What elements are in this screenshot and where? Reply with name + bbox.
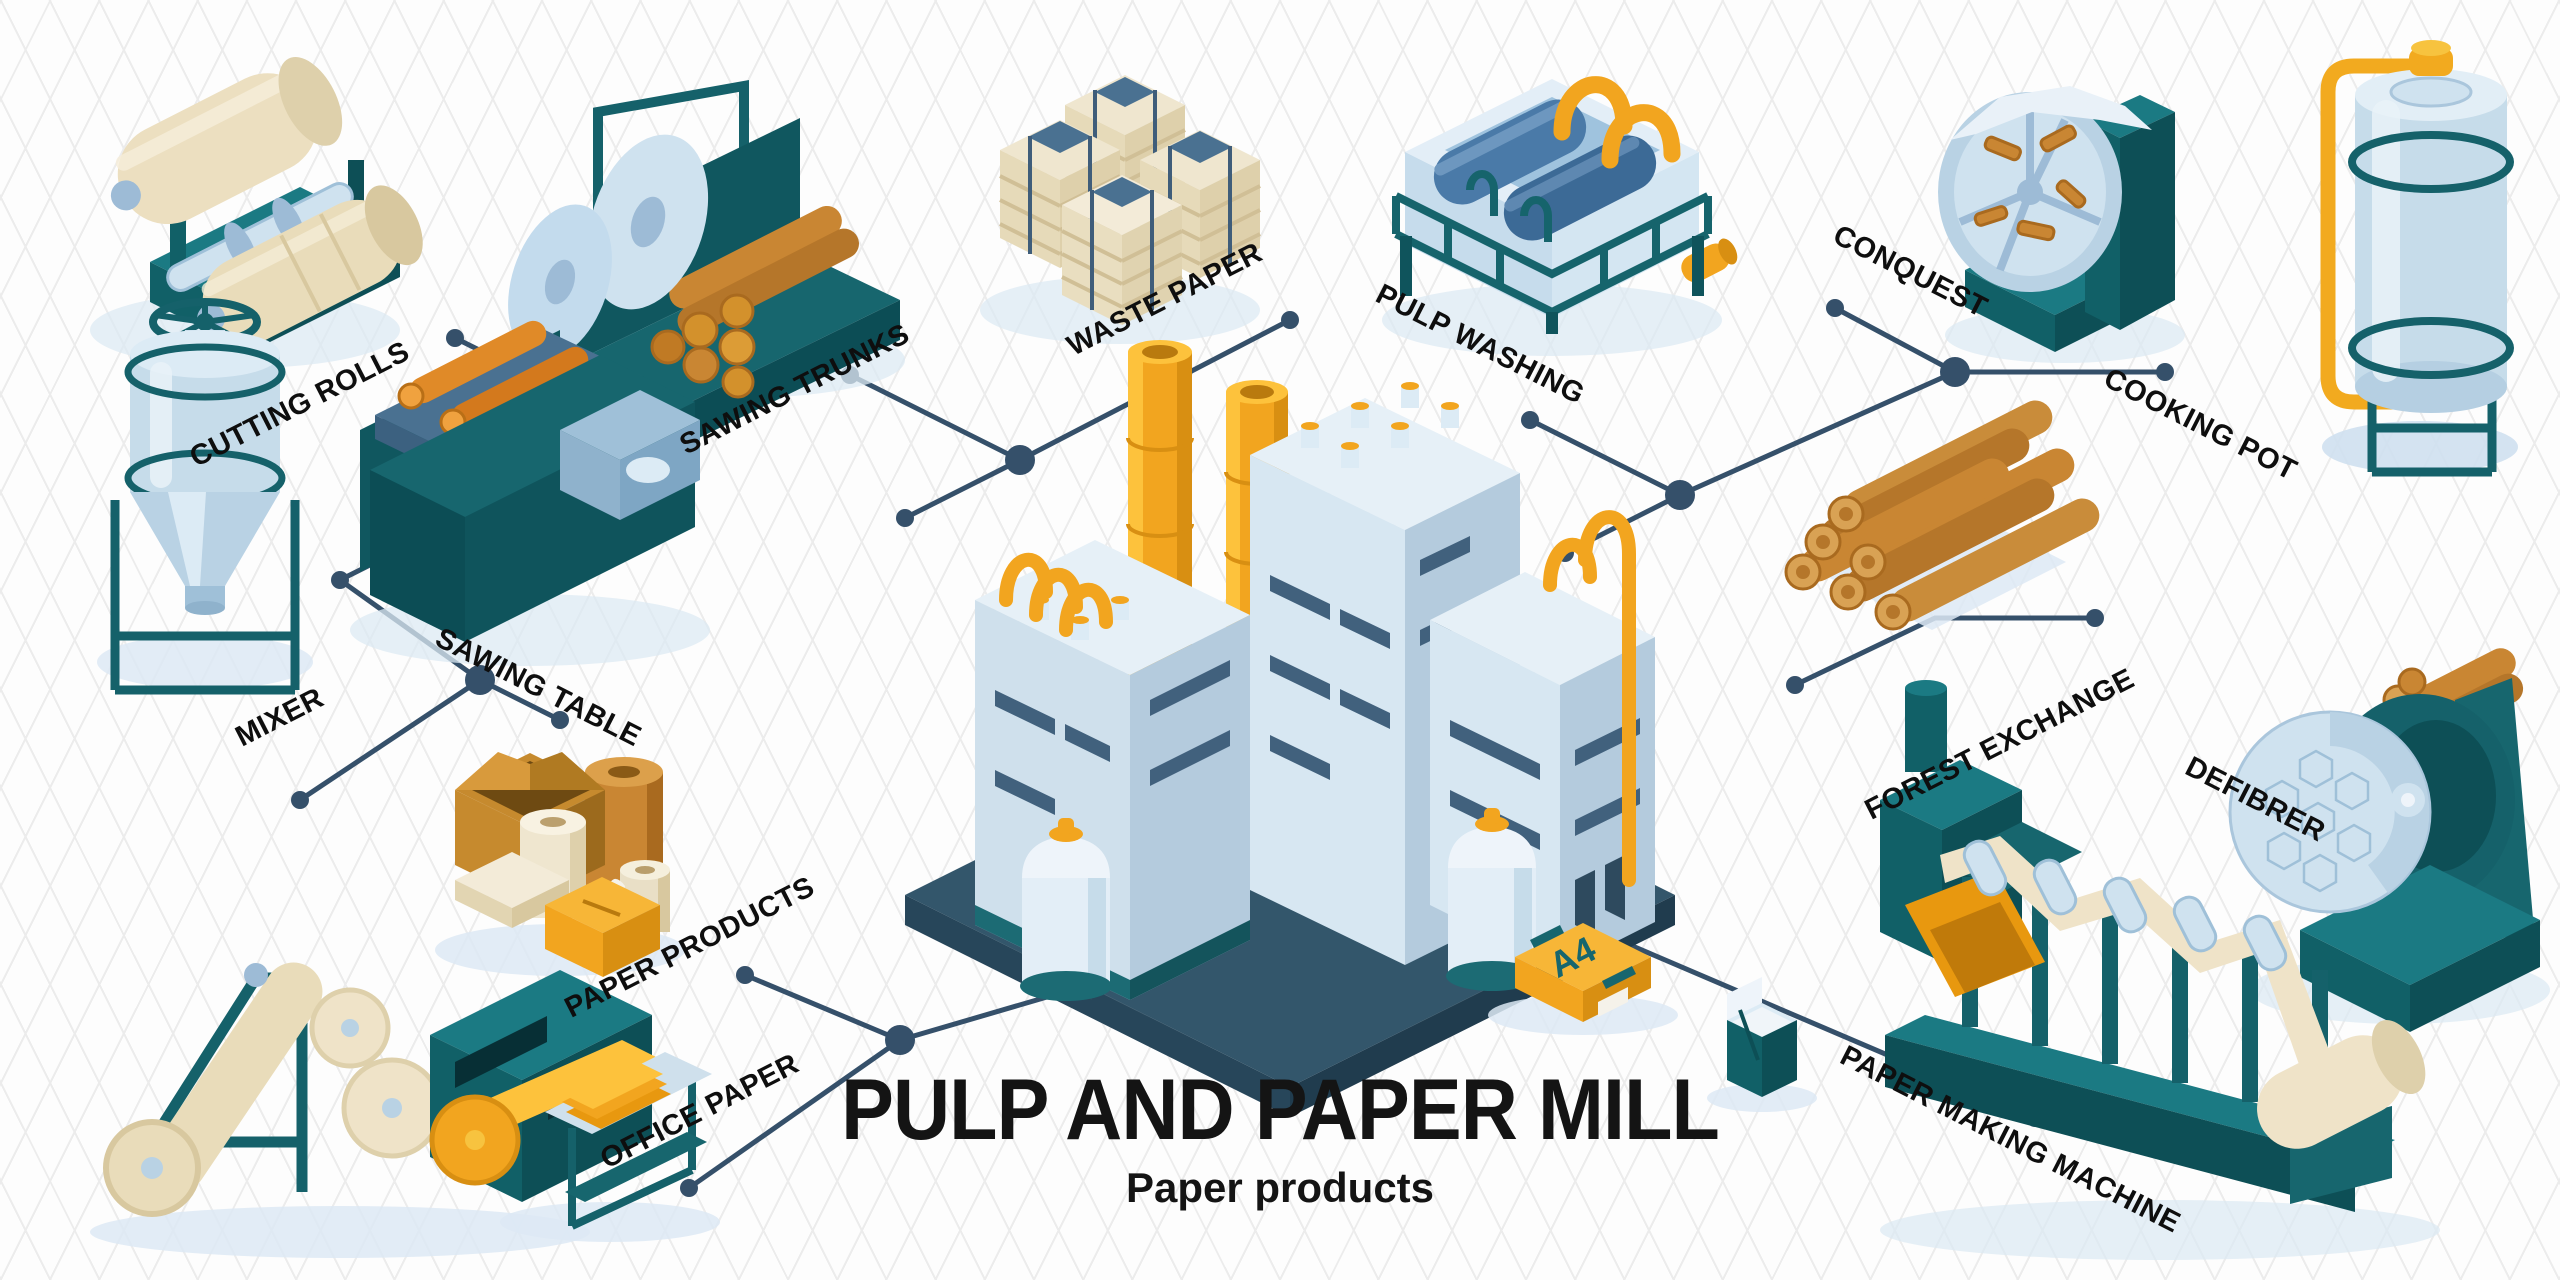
pulp-washing-illustration <box>1382 76 1738 356</box>
factory-illustration <box>905 340 1675 1117</box>
page-title: PULP AND PAPER MILL <box>841 1062 1720 1158</box>
cutting-rolls-illustration <box>90 57 423 368</box>
paper-making-machine-illustration <box>1880 680 2440 1260</box>
forest-exchange-illustration <box>1784 400 2100 631</box>
defibrer-illustration <box>2228 648 2550 1032</box>
conquest-illustration <box>1938 86 2185 363</box>
sawing-table-illustration <box>350 320 710 666</box>
cooking-pot-illustration <box>2320 40 2518 477</box>
open-box-illustration <box>1707 977 1817 1112</box>
title-block: PULP AND PAPER MILL Paper products <box>803 1067 1757 1209</box>
sawing-trunks-illustration <box>508 80 905 452</box>
waste-paper-illustration <box>980 75 1261 344</box>
mixer-illustration <box>97 298 313 695</box>
a4-paper-ream-illustration: A4 <box>1488 923 1678 1035</box>
page-subtitle: Paper products <box>1125 1164 1435 1211</box>
paper-products-illustration <box>435 752 685 977</box>
office-paper-illustration <box>90 962 720 1258</box>
